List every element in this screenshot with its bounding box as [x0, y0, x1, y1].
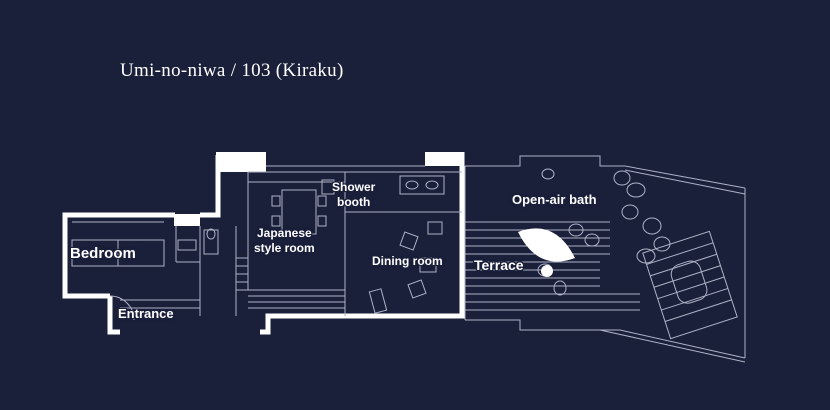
- interior-lines: [71, 155, 746, 363]
- terrace-lounger: [518, 228, 575, 262]
- outer-walls: [62, 152, 465, 335]
- label-japanese-style-room: Japanese style room: [254, 226, 315, 255]
- label-dining-room: Dining room: [372, 254, 443, 268]
- label-terrace: Terrace: [474, 257, 524, 273]
- plan-title: Umi-no-niwa / 103 (Kiraku): [120, 60, 344, 81]
- label-bedroom: Bedroom: [70, 245, 136, 262]
- label-shower-booth: Shower booth: [332, 180, 376, 209]
- wall-blocks: [174, 152, 463, 226]
- label-entrance: Entrance: [118, 306, 174, 321]
- label-open-air-bath: Open-air bath: [512, 192, 597, 207]
- terrace-stool: [541, 265, 553, 277]
